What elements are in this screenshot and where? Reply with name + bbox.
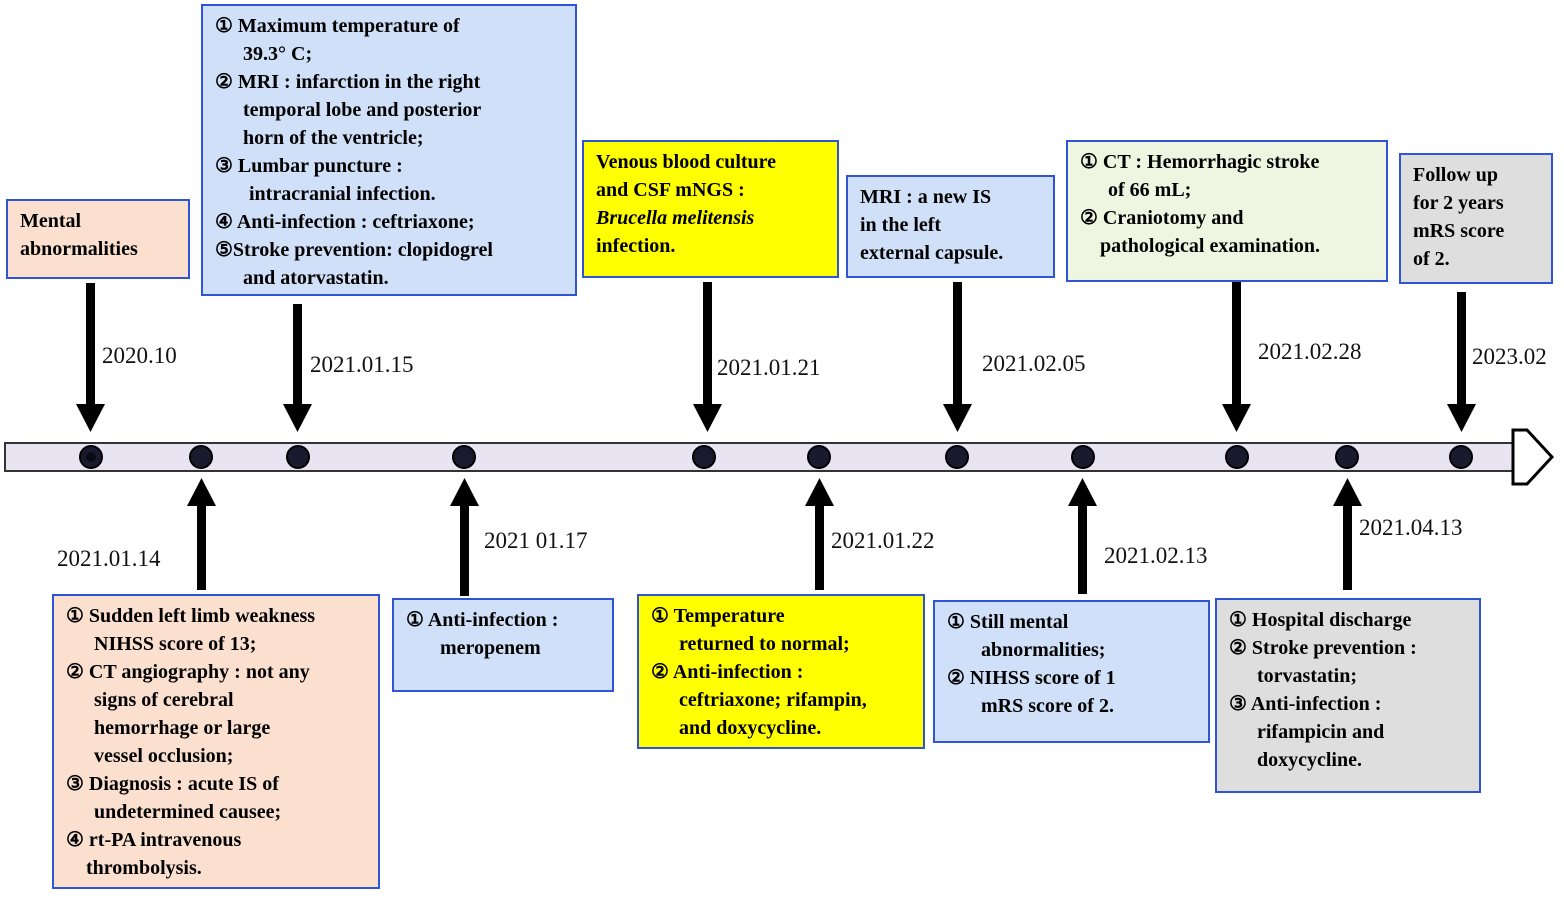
box-line: abnormalities; bbox=[981, 639, 1106, 661]
box-line: signs of cerebral bbox=[94, 689, 234, 711]
date-label-2021-02-28: 2021.02.28 bbox=[1258, 339, 1362, 364]
event-box-mental-abnormalities: Mental abnormalities bbox=[6, 199, 190, 279]
up-arrows bbox=[187, 478, 1362, 596]
box-line: pathological examination. bbox=[1100, 235, 1321, 257]
box-line: ② Craniotomy and bbox=[1080, 207, 1244, 229]
box-line: ① Still mental bbox=[947, 611, 1069, 633]
date-label-2021-01-15: 2021.01.15 bbox=[310, 352, 414, 377]
event-box-2021-04-13: ① Hospital discharge ② Stroke prevention… bbox=[1215, 598, 1481, 793]
box-line: of 2. bbox=[1413, 248, 1450, 270]
date-label-2023-02: 2023.02 bbox=[1472, 344, 1547, 369]
box-line: and CSF mNGS : bbox=[596, 179, 745, 201]
box-line: ② Anti-infection : bbox=[651, 661, 804, 683]
box-line: hemorrhage or large bbox=[94, 717, 271, 739]
box-line: and doxycycline. bbox=[679, 717, 822, 739]
timeline-arrowhead bbox=[1511, 428, 1555, 486]
box-line: Brucella melitensis bbox=[596, 207, 755, 229]
box-line: of 66 mL; bbox=[1108, 179, 1192, 201]
date-label-2021-01-22: 2021.01.22 bbox=[831, 528, 935, 553]
box-line: intracranial infection. bbox=[249, 183, 436, 205]
box-line: ② CT angiography : not any bbox=[66, 661, 310, 683]
box-line: ② NIHSS score of 1 bbox=[947, 667, 1116, 689]
event-box-2021-02-05: MRI : a new IS in the left external caps… bbox=[846, 175, 1055, 278]
box-line: ① Maximum temperature of bbox=[215, 15, 460, 37]
box-line: ③ Anti-infection : bbox=[1229, 693, 1382, 715]
box-line: for 2 years bbox=[1413, 192, 1504, 214]
box-line: ① Sudden left limb weakness bbox=[66, 605, 316, 627]
box-line: ④ rt-PA intravenous bbox=[66, 829, 242, 851]
box-line: external capsule. bbox=[860, 242, 1004, 264]
down-arrows bbox=[76, 282, 1476, 432]
date-label-2021-02-05: 2021.02.05 bbox=[982, 351, 1086, 376]
date-label-2020-10: 2020.10 bbox=[102, 343, 177, 368]
box-line: undetermined causee; bbox=[94, 801, 282, 823]
box-line: rifampicin and bbox=[1257, 721, 1385, 743]
box-line: meropenem bbox=[440, 637, 541, 659]
box-line: ② MRI : infarction in the right bbox=[215, 71, 481, 93]
box-line: NIHSS score of 13; bbox=[94, 633, 257, 655]
box-line: returned to normal; bbox=[679, 633, 850, 655]
date-label-2021-01-17: 2021 01.17 bbox=[484, 528, 588, 553]
box-line: in the left bbox=[860, 214, 942, 236]
event-box-2023-02: Follow up for 2 years mRS score of 2. bbox=[1399, 153, 1553, 284]
event-box-2021-01-15: ① Maximum temperature of 39.3° C; ② MRI … bbox=[201, 4, 577, 296]
event-box-2021-01-14: ① Sudden left limb weakness NIHSS score … bbox=[52, 594, 380, 889]
event-box-2021-01-22: ① Temperature returned to normal; ② Anti… bbox=[637, 594, 925, 749]
event-box-2021-01-17: ① Anti-infection : meropenem bbox=[392, 598, 614, 692]
box-line: Follow up bbox=[1413, 164, 1499, 186]
date-label-2021-01-14: 2021.01.14 bbox=[57, 546, 161, 571]
box-line: ③ Lumbar puncture : bbox=[215, 155, 403, 177]
box-line: horn of the ventricle; bbox=[243, 127, 424, 149]
box-line: ① Anti-infection : bbox=[406, 609, 559, 631]
box-line: mRS score of 2. bbox=[981, 695, 1114, 717]
box-line: thrombolysis. bbox=[86, 857, 202, 879]
box-line: ③ Diagnosis : acute IS of bbox=[66, 773, 279, 795]
box-line: abnormalities bbox=[20, 238, 138, 260]
box-line: ⑤Stroke prevention: clopidogrel bbox=[215, 239, 493, 261]
box-line: temporal lobe and posterior bbox=[243, 99, 482, 121]
box-line: torvastatin; bbox=[1257, 665, 1357, 687]
box-line: ① Temperature bbox=[651, 605, 785, 627]
box-line: ① CT : Hemorrhagic stroke bbox=[1080, 151, 1320, 173]
event-box-2021-01-21: Venous blood culture and CSF mNGS : Bruc… bbox=[582, 140, 839, 278]
box-line: ceftriaxone; rifampin, bbox=[679, 689, 867, 711]
box-line: 39.3° C; bbox=[243, 43, 313, 65]
date-label-2021-02-13: 2021.02.13 bbox=[1104, 543, 1208, 568]
box-line: Venous blood culture bbox=[596, 151, 777, 173]
event-dots bbox=[79, 445, 1473, 469]
box-line: doxycycline. bbox=[1257, 749, 1362, 771]
box-line: infection. bbox=[596, 235, 676, 257]
box-line: MRI : a new IS bbox=[860, 186, 992, 208]
box-line: and atorvastatin. bbox=[243, 267, 389, 289]
box-line: ① Hospital discharge bbox=[1229, 609, 1412, 631]
date-label-2021-04-13: 2021.04.13 bbox=[1359, 515, 1463, 540]
box-line: vessel occlusion; bbox=[94, 745, 234, 767]
date-label-2021-01-21: 2021.01.21 bbox=[717, 355, 821, 380]
box-line: ② Stroke prevention : bbox=[1229, 637, 1417, 659]
box-line: Mental bbox=[20, 210, 82, 232]
box-line: mRS score bbox=[1413, 220, 1505, 242]
event-box-2021-02-13: ① Still mental abnormalities; ② NIHSS sc… bbox=[933, 600, 1210, 743]
event-box-2021-02-28: ① CT : Hemorrhagic stroke of 66 mL; ② Cr… bbox=[1066, 140, 1388, 282]
box-line: ④ Anti-infection : ceftriaxone; bbox=[215, 211, 475, 233]
timeline-bar bbox=[4, 442, 1516, 472]
